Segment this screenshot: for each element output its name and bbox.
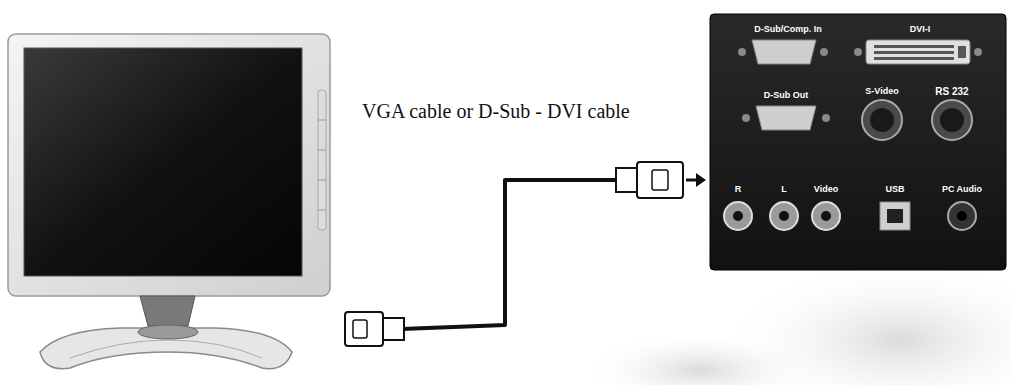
port-label: L: [772, 184, 796, 195]
cable-label: VGA cable or D-Sub - DVI cable: [362, 98, 707, 124]
port-label: S-Video: [850, 86, 914, 97]
port-label: RS 232: [920, 86, 984, 98]
port-label: USB: [875, 184, 915, 195]
port-label: PC Audio: [930, 184, 994, 195]
port-label: DVI-I: [880, 24, 960, 35]
port-label: Video: [806, 184, 846, 195]
port-label: D-Sub Out: [746, 90, 826, 101]
port-label: R: [726, 184, 750, 195]
projector-panel: [710, 14, 1006, 270]
vga-cable: [345, 162, 706, 346]
monitor: [8, 34, 330, 369]
background-cloud: [580, 330, 820, 385]
port-label: D-Sub/Comp. In: [738, 24, 838, 35]
